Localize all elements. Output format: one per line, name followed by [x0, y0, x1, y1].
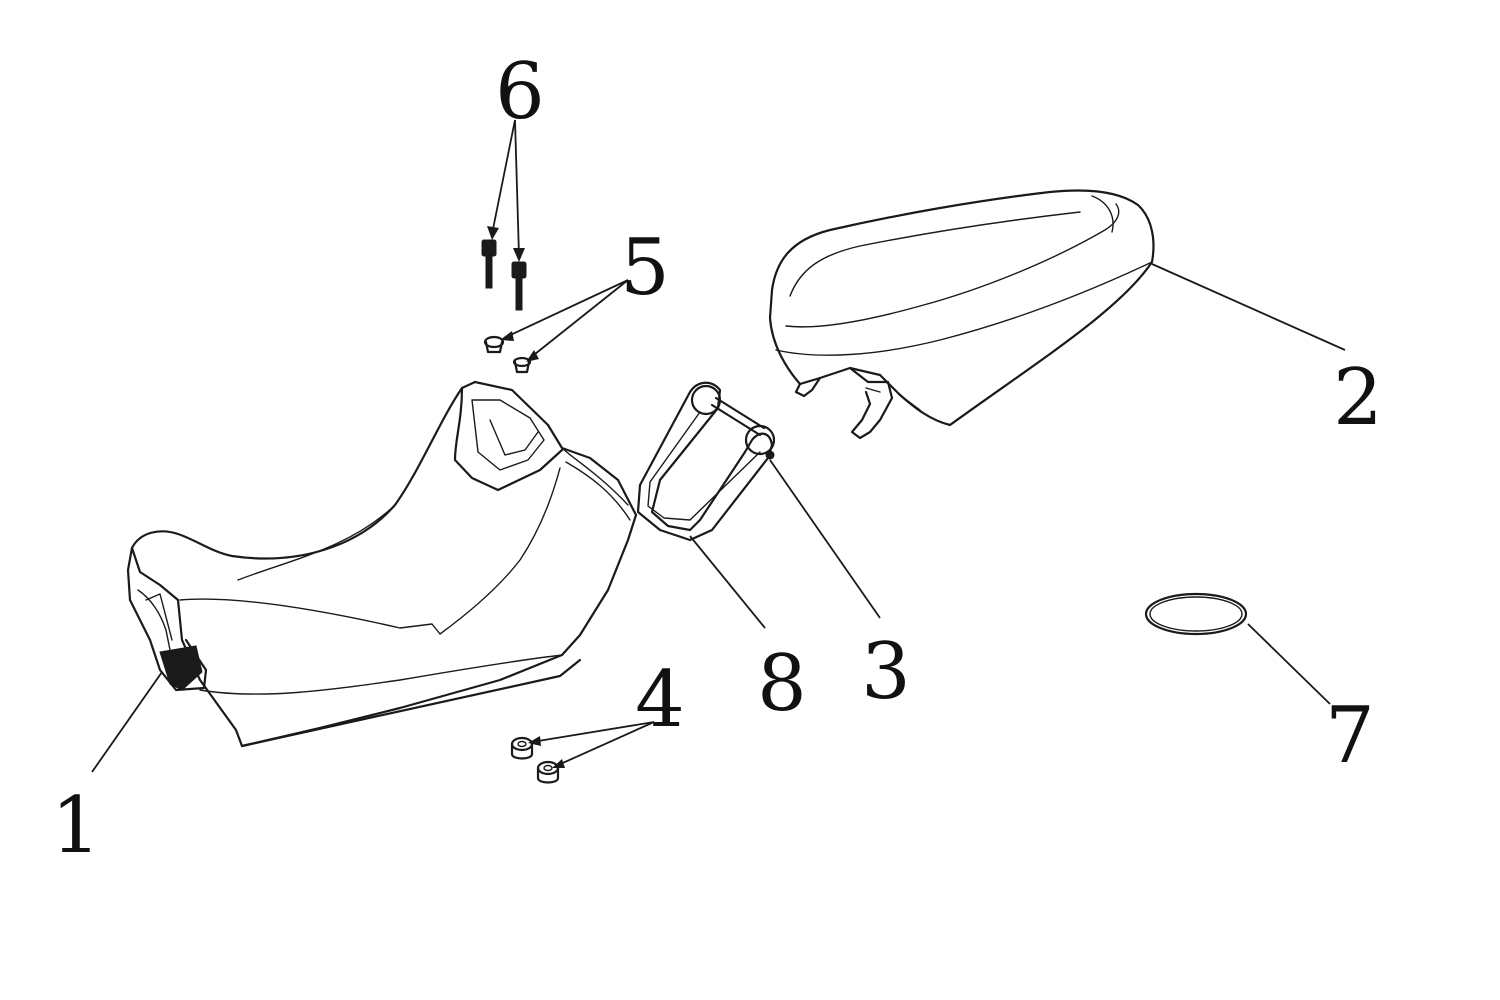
leader-4a — [531, 721, 655, 743]
rider-seat-icon — [126, 380, 638, 748]
leader-7 — [1247, 623, 1331, 705]
collar-icon — [483, 335, 532, 374]
leader-5b — [529, 279, 629, 359]
leader-6b — [514, 119, 520, 257]
callout-4: 4 — [635, 655, 685, 745]
callout-2: 2 — [1333, 353, 1383, 443]
leader-3 — [769, 459, 881, 619]
callout-5: 5 — [620, 223, 670, 313]
rubber-bushing-icon — [510, 736, 560, 784]
callout-6: 6 — [495, 47, 545, 137]
callout-3: 3 — [861, 627, 911, 717]
leader-8 — [689, 535, 766, 629]
seat-bracket-icon — [636, 381, 776, 542]
leader-5a — [503, 279, 629, 339]
leader-2 — [1151, 263, 1346, 351]
callout-7: 7 — [1325, 691, 1375, 781]
leader-6a — [491, 119, 516, 235]
callout-8: 8 — [757, 639, 807, 729]
bolt-icon — [481, 239, 527, 311]
o-ring-icon — [1144, 592, 1248, 636]
leader-4b — [555, 721, 655, 767]
leader-1 — [91, 671, 163, 773]
passenger-seat-icon — [768, 189, 1155, 440]
callout-labels: 1 2 3 4 5 6 7 8 — [51, 47, 1383, 871]
callout-1: 1 — [51, 781, 101, 871]
leader-lines — [91, 119, 1346, 773]
